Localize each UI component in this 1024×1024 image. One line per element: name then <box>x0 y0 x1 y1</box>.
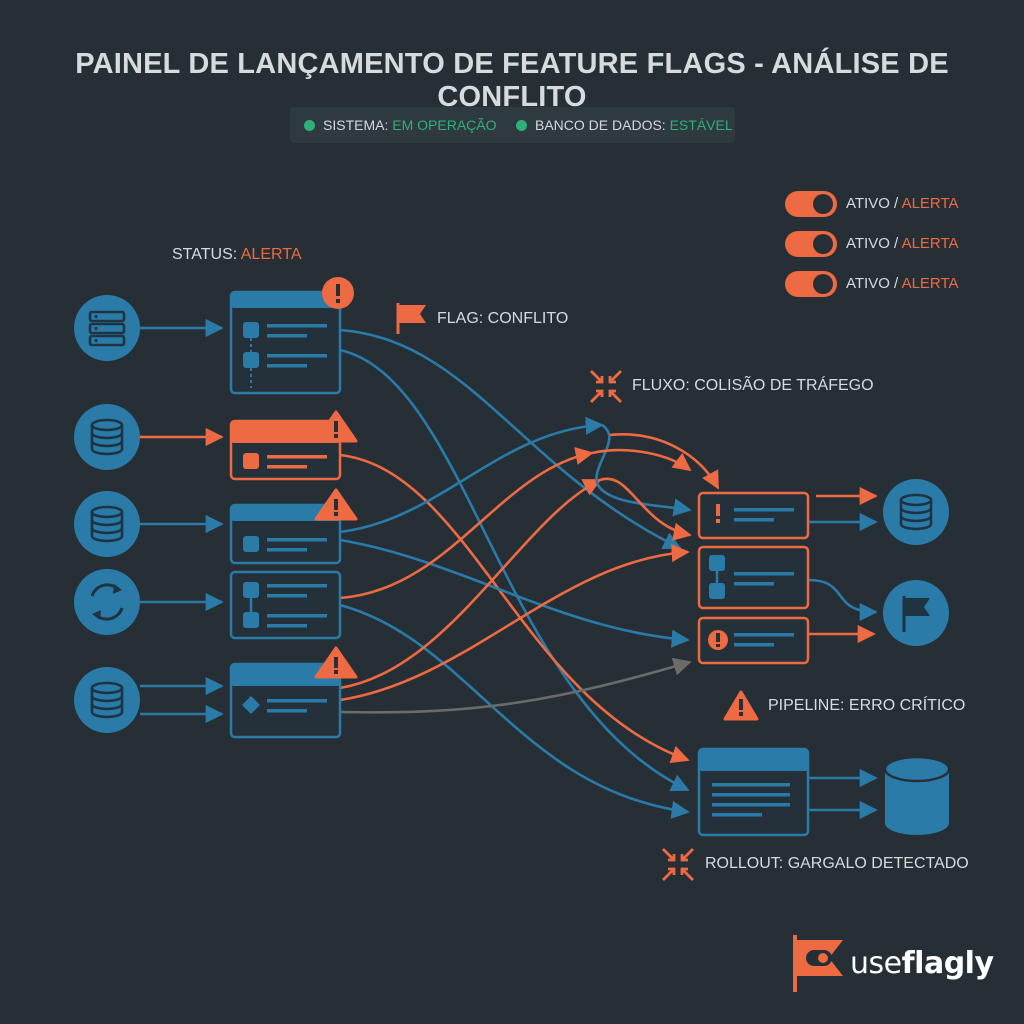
warning-icon <box>314 646 358 679</box>
target-card-1[interactable] <box>697 491 810 540</box>
target-card-3[interactable] <box>697 616 810 665</box>
edge-card5-target2 <box>339 543 690 702</box>
edge-collision-orange-a <box>591 448 692 472</box>
status-sistema: SISTEMA: EM OPERAÇÃO <box>304 117 497 133</box>
database-icon <box>74 667 140 733</box>
feature-card-4[interactable] <box>229 570 342 640</box>
flag-conflict-icon <box>396 303 426 334</box>
error-badge-icon <box>322 277 354 309</box>
target-card-2[interactable] <box>697 545 810 610</box>
database-icon <box>74 491 140 557</box>
edge-card5-collision <box>339 478 602 690</box>
edge-card3-collision <box>339 416 604 534</box>
status-sistema-value: EM OPERAÇÃO <box>392 117 497 133</box>
database-cylinder-icon <box>883 755 951 835</box>
status-banco-label: BANCO DE DADOS: <box>535 117 666 133</box>
flag-icon <box>883 580 949 646</box>
feature-card-3[interactable] <box>229 503 342 565</box>
status-banco-value: ESTÁVEL <box>669 117 733 133</box>
status-sistema-label: SISTEMA: <box>323 117 389 133</box>
feature-card-2[interactable] <box>229 419 342 481</box>
toggle-label-1: ATIVO / ALERTA <box>846 195 959 212</box>
edge-card3-target3 <box>339 538 690 648</box>
feature-card-5[interactable] <box>229 662 342 739</box>
edge-card1-target4 <box>339 348 690 792</box>
target-card-4[interactable] <box>697 747 810 837</box>
status-annotation: STATUS: ALERTA <box>172 246 302 263</box>
server-icon <box>74 295 140 361</box>
status-dot-icon <box>304 120 315 131</box>
edge-collision-orange-c <box>609 433 720 490</box>
flag-conflict-label: FLAG: CONFLITO <box>437 310 569 327</box>
toggle-switch-2[interactable] <box>785 231 837 257</box>
page-title: PAINEL DE LANÇAMENTO DE FEATURE FLAGS - … <box>75 48 949 113</box>
useflagly-logo-icon <box>793 935 843 992</box>
bottleneck-icon <box>662 848 694 881</box>
edge-card4-collision <box>339 447 594 600</box>
edge-collision-target1-blue <box>595 423 692 517</box>
toggle-label-3: ATIVO / ALERTA <box>846 275 959 292</box>
toggle-switch-1[interactable] <box>785 191 837 217</box>
edge-target2-flag <box>807 578 878 622</box>
collision-icon <box>590 370 622 403</box>
status-banco: BANCO DE DADOS: ESTÁVEL <box>516 117 733 133</box>
system-status-bar: SISTEMA: EM OPERAÇÃO BANCO DE DADOS: EST… <box>290 107 735 143</box>
database-icon <box>74 404 140 470</box>
feature-card-1[interactable] <box>229 290 342 395</box>
toggle-switch-3[interactable] <box>785 271 837 297</box>
toggle-label-2: ATIVO / ALERTA <box>846 235 959 252</box>
edge-card1-target2 <box>339 328 682 550</box>
rollout-bottleneck-label: ROLLOUT: GARGALO DETECTADO <box>705 855 969 872</box>
flow-collision-label: FLUXO: COLISÃO DE TRÁFEGO <box>632 377 874 394</box>
status-dot-icon <box>516 120 527 131</box>
pipeline-warning-icon <box>723 690 759 721</box>
connections <box>140 318 878 820</box>
pipeline-error-label: PIPELINE: ERRO CRÍTICO <box>768 697 966 714</box>
edge-collision-orange-b <box>599 477 692 541</box>
database-icon <box>883 479 949 545</box>
warning-icon <box>314 410 358 443</box>
useflagly-logo-text: useflagly <box>850 946 994 981</box>
warning-icon <box>314 488 358 521</box>
edge-card4-target4 <box>339 603 690 819</box>
sync-icon <box>74 569 140 635</box>
edge-card5-target3 <box>339 657 692 714</box>
edge-card2-target4 <box>339 453 690 764</box>
